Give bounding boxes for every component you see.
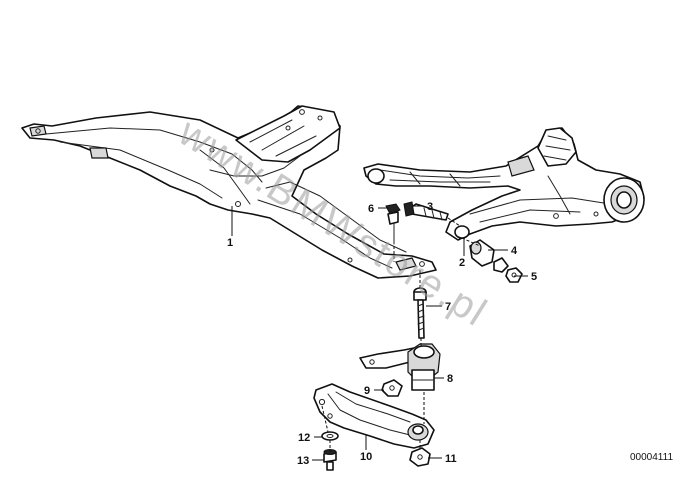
callout-2: 2 (459, 257, 465, 269)
bolt-part-3 (403, 201, 449, 221)
nut-part-9 (381, 379, 403, 397)
callout-6: 6 (368, 203, 374, 215)
document-id: 00004111 (630, 452, 673, 463)
callout-8: 8 (447, 373, 453, 385)
callout-13: 13 (297, 455, 309, 467)
callout-5: 5 (531, 271, 537, 283)
stud-part-7 (413, 287, 427, 339)
callout-labels: 1 2 3 4 5 6 7 8 9 10 11 12 13 (227, 201, 537, 467)
callout-11: 11 (445, 453, 457, 465)
bolt-part-6 (385, 203, 401, 245)
callout-9: 9 (364, 385, 370, 397)
callout-3: 3 (427, 201, 433, 213)
trailing-arm-part-2 (363, 127, 645, 241)
callout-1: 1 (227, 237, 233, 249)
subframe-part-1 (21, 105, 437, 279)
mount-part-8 (359, 343, 441, 391)
callout-10: 10 (360, 451, 372, 463)
assembly-lines (321, 217, 481, 452)
leader-lines (231, 205, 528, 461)
washer-part-12 (321, 431, 339, 441)
callout-7: 7 (445, 301, 451, 313)
nut-part-5 (493, 257, 523, 283)
callout-12: 12 (298, 432, 310, 444)
callout-4: 4 (511, 245, 518, 257)
nut-part-11 (409, 447, 431, 467)
bushing-part-4 (469, 239, 495, 267)
bolt-part-13 (323, 449, 337, 471)
